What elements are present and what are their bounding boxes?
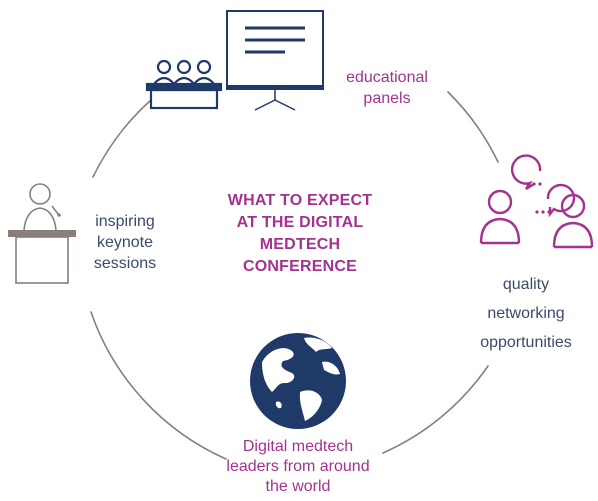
- label-keynote-line-2: keynote: [96, 234, 154, 251]
- arc-top-left: [92, 99, 152, 178]
- center-title-line-2: AT THE DIGITAL: [236, 214, 364, 231]
- label-networking-line-3: opportunities: [480, 334, 572, 351]
- label-leaders-line-1: Digital medtech: [242, 438, 354, 455]
- label-keynote-line-1: inspiring: [95, 213, 155, 230]
- label-panels-line-1: educational: [346, 69, 428, 86]
- label-digital-leaders: Digital medtech leaders from around the …: [208, 437, 388, 497]
- arc-bottom-left: [90, 311, 227, 460]
- speaker-podium-icon: [8, 183, 76, 284]
- label-networking-line-1: quality: [502, 276, 550, 293]
- presentation-screen-icon: [226, 10, 324, 111]
- label-educational-panels: educational panels: [332, 67, 442, 109]
- center-title-line-1: WHAT TO EXPECT: [227, 192, 373, 209]
- center-title-line-3: MEDTECH: [259, 236, 341, 253]
- ring-arcs: [90, 91, 499, 460]
- panel-desk-icon: [145, 59, 223, 110]
- label-networking: quality networking opportunities: [456, 270, 596, 357]
- networking-people-icon: [479, 154, 594, 249]
- center-title: WHAT TO EXPECT AT THE DIGITAL MEDTECH CO…: [200, 190, 400, 278]
- label-keynote-sessions: inspiring keynote sessions: [76, 211, 174, 274]
- arc-top-right: [447, 91, 499, 163]
- chat-dots: [526, 182, 551, 214]
- label-panels-line-2: panels: [363, 90, 411, 107]
- label-leaders-line-3: the world: [265, 478, 331, 495]
- label-keynote-line-3: sessions: [93, 255, 157, 272]
- arc-bottom-right: [382, 365, 489, 454]
- globe-icon: [250, 333, 346, 429]
- label-leaders-line-2: leaders from around: [226, 458, 370, 475]
- label-networking-line-2: networking: [487, 305, 565, 322]
- center-title-line-4: CONFERENCE: [242, 258, 357, 275]
